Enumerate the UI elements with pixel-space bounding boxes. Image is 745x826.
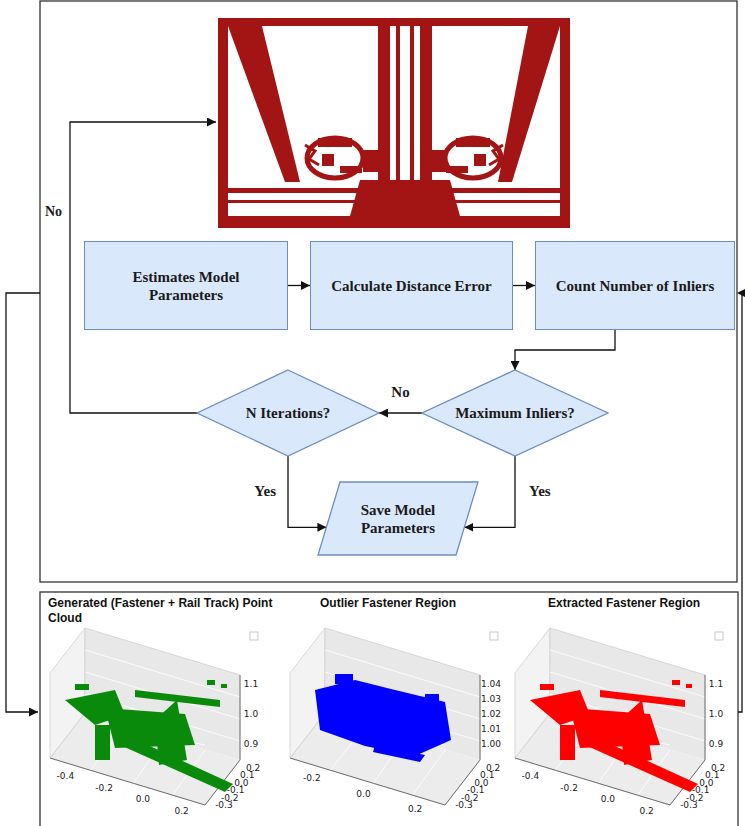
axis-tick: 0.2 [174,806,188,816]
flow-arrow [379,412,422,413]
axis-tick: 0.9 [709,739,723,749]
node-text: Count Number of Inliers [556,277,714,295]
process-box: Calculate Distance Error [310,241,513,330]
depth-image [218,18,570,228]
flow-arrow [288,285,310,286]
flow-arrow [515,330,615,370]
point-cloud [530,680,698,792]
axis-tick: 1.00 [481,739,501,749]
edge-label: No [389,384,411,401]
shape-outline [197,370,379,456]
axis-tick: 0.0 [136,794,150,804]
top-panel [40,1,737,582]
arrow-head [737,289,745,297]
shape-outline [318,482,478,555]
node-text: Calculate Distance Error [331,277,492,295]
plot-frames [50,628,708,805]
node-text: N Iterations? [246,404,331,422]
plot-title: Extracted Fastener Region [548,596,745,611]
plot-title: Outlier Fastener Region [320,596,552,611]
axis-tick: 1.0 [709,709,723,719]
shape-outline [422,370,608,456]
axis-tick: -0.4 [57,771,75,781]
flow-arrow [288,456,326,527]
output-parallelogram: Save Model Parameters [318,482,478,555]
axis-tick: 0.9 [244,739,258,749]
edge-label: Yes [252,483,278,500]
side-connector [6,293,40,712]
loop-label: No [45,204,62,220]
axis-tick: -0.3 [455,800,473,810]
point-cloud [65,680,233,792]
axis-tick: 0.2 [639,806,653,816]
axis-tick: 1.0 [244,709,258,719]
axis-tick: 1.02 [481,709,501,719]
axis-tick: 0.0 [356,789,370,799]
edge-label: Yes [527,483,553,500]
bottom-panel [40,592,738,826]
node-text: Maximum Inliers? [455,404,575,422]
axis-tick: 0.0 [601,794,615,804]
legend-box [715,632,723,640]
axis-tick: -0.2 [560,783,578,793]
axis-tick: -0.2 [303,773,321,783]
process-box: Estimates Model Parameters [84,241,288,330]
decision-diamond: Maximum Inliers? [422,370,608,456]
decision-diamond: N Iterations? [197,370,379,456]
axis-tick: 1.03 [481,694,501,704]
plot-title: Generated (Fastener + Rail Track) Point … [48,596,280,626]
process-box: Count Number of Inliers [535,241,735,330]
node-text: Estimates Model Parameters [95,268,277,304]
axis-tick: -0.3 [680,800,698,810]
side-connector [738,293,742,712]
axis-tick: 1.1 [244,679,258,689]
axis-tick: -0.4 [522,771,540,781]
axis-tick: 1.1 [709,679,723,689]
axis-tick: -0.3 [215,800,233,810]
shape-outline [318,482,478,555]
axis-tick: 0.2 [408,804,422,814]
axis-tick: 1.01 [481,724,501,734]
flow-arrow [513,285,535,286]
axis-tick: 1.04 [481,679,501,689]
axis-tick: -0.2 [95,783,113,793]
legend-box [250,632,258,640]
point-cloud [315,674,451,762]
legend-box [490,632,498,640]
node-text: Save Model Parameters [345,501,451,537]
